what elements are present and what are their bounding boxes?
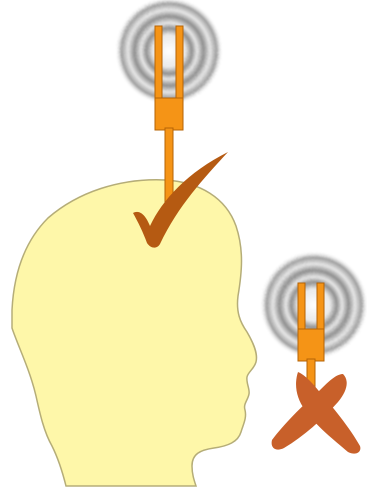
vibration-rings-upper xyxy=(115,0,223,105)
cross-mark-icon xyxy=(272,372,361,454)
head-silhouette-icon xyxy=(12,180,257,486)
